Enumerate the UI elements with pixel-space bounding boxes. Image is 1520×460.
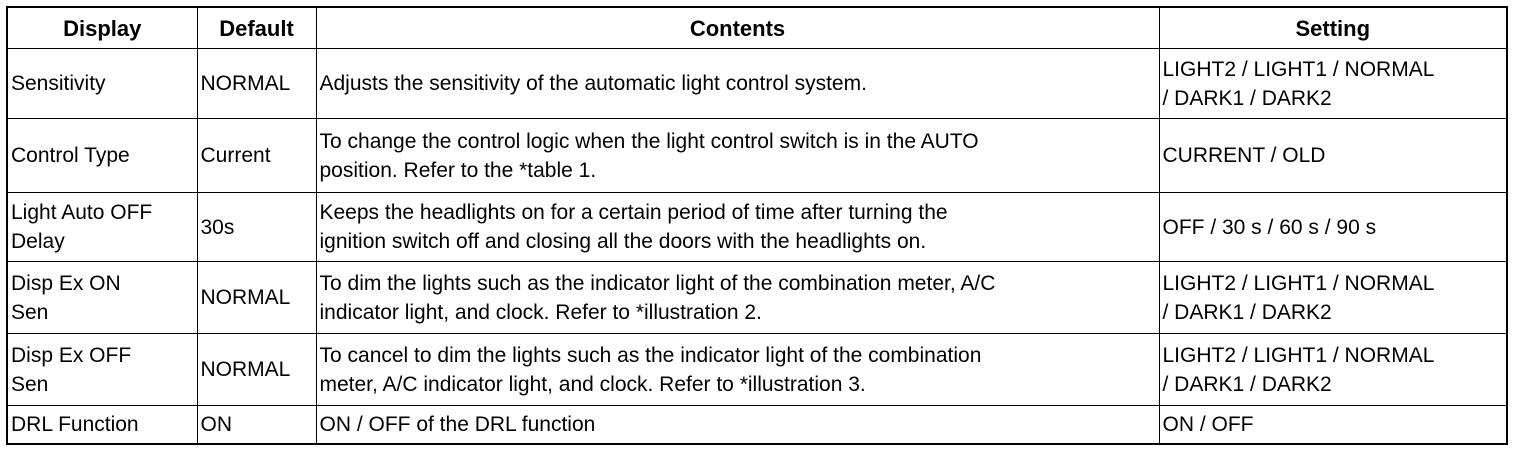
cell-display: Sensitivity (6, 48, 198, 119)
table-row: Light Auto OFF Delay 30s Keeps the headl… (6, 192, 1508, 262)
cell-setting-line: LIGHT2 / LIGHT1 / NORMAL (1162, 57, 1435, 81)
table-body: Sensitivity NORMAL Adjusts the sensitivi… (6, 48, 1508, 445)
table-row: Control Type Current To change the contr… (6, 118, 1508, 193)
table-row: DRL Function ON ON / OFF of the DRL func… (6, 405, 1508, 445)
cell-contents-line: meter, A/C indicator light, and clock. R… (319, 372, 866, 396)
cell-display: Disp Ex OFF Sen (6, 333, 198, 406)
cell-default: NORMAL (196, 333, 317, 406)
cell-contents-line: To cancel to dim the lights such as the … (319, 343, 982, 367)
cell-setting-line: LIGHT2 / LIGHT1 / NORMAL (1162, 271, 1435, 295)
cell-display-line: Light Auto OFF (11, 201, 153, 224)
cell-display: Disp Ex ON Sen (6, 261, 198, 334)
cell-setting: LIGHT2 / LIGHT1 / NORMAL / DARK1 / DARK2 (1158, 261, 1508, 334)
cell-display: Light Auto OFF Delay (6, 192, 198, 262)
cell-default: Current (196, 118, 317, 193)
header-default: Default (196, 6, 317, 49)
cell-contents: To cancel to dim the lights such as the … (315, 333, 1160, 406)
cell-setting: CURRENT / OLD (1158, 118, 1508, 193)
cell-default: NORMAL (196, 48, 317, 119)
table-row: Sensitivity NORMAL Adjusts the sensitivi… (6, 48, 1508, 119)
cell-display-line: Sen (11, 372, 49, 396)
cell-contents: To dim the lights such as the indicator … (315, 261, 1160, 334)
table-row: Disp Ex ON Sen NORMAL To dim the lights … (6, 261, 1508, 334)
cell-setting: LIGHT2 / LIGHT1 / NORMAL / DARK1 / DARK2 (1158, 333, 1508, 406)
cell-contents: ON / OFF of the DRL function (315, 405, 1160, 445)
cell-setting-line: / DARK1 / DARK2 (1162, 372, 1332, 396)
cell-setting-line: / DARK1 / DARK2 (1162, 300, 1332, 324)
cell-setting-line: LIGHT2 / LIGHT1 / NORMAL (1162, 343, 1435, 367)
cell-setting: ON / OFF (1158, 405, 1508, 445)
header-contents: Contents (315, 6, 1160, 49)
cell-display-line: Disp Ex OFF (11, 343, 132, 367)
cell-contents-line: indicator light, and clock. Refer to *il… (319, 300, 762, 324)
cell-display-line: Sen (11, 300, 49, 324)
cell-display: DRL Function (6, 405, 198, 445)
table-header: Display Default Contents Setting (6, 6, 1508, 49)
cell-default: ON (196, 405, 317, 445)
cell-contents-line: position. Refer to the *table 1. (319, 158, 597, 182)
cell-setting: OFF / 30 s / 60 s / 90 s (1158, 192, 1508, 262)
cell-default: NORMAL (196, 261, 317, 334)
cell-contents-line: To change the control logic when the lig… (319, 129, 979, 153)
cell-contents-line: Keeps the headlights on for a certain pe… (319, 201, 948, 224)
settings-table: Display Default Contents Setting Sensiti… (6, 6, 1508, 445)
cell-display: Control Type (6, 118, 198, 193)
cell-setting-line: / DARK1 / DARK2 (1162, 86, 1332, 110)
header-row: Display Default Contents Setting (6, 6, 1508, 49)
header-display: Display (6, 6, 198, 49)
cell-contents: To change the control logic when the lig… (315, 118, 1160, 193)
cell-display-line: Disp Ex ON (11, 271, 121, 295)
table-row: Disp Ex OFF Sen NORMAL To cancel to dim … (6, 333, 1508, 406)
cell-display-line: Delay (11, 230, 65, 253)
cell-default: 30s (196, 192, 317, 262)
cell-contents-line: ignition switch off and closing all the … (319, 230, 927, 253)
cell-contents: Keeps the headlights on for a certain pe… (315, 192, 1160, 262)
cell-setting: LIGHT2 / LIGHT1 / NORMAL / DARK1 / DARK2 (1158, 48, 1508, 119)
cell-contents: Adjusts the sensitivity of the automatic… (315, 48, 1160, 119)
cell-contents-line: To dim the lights such as the indicator … (319, 271, 996, 295)
header-setting: Setting (1158, 6, 1508, 49)
